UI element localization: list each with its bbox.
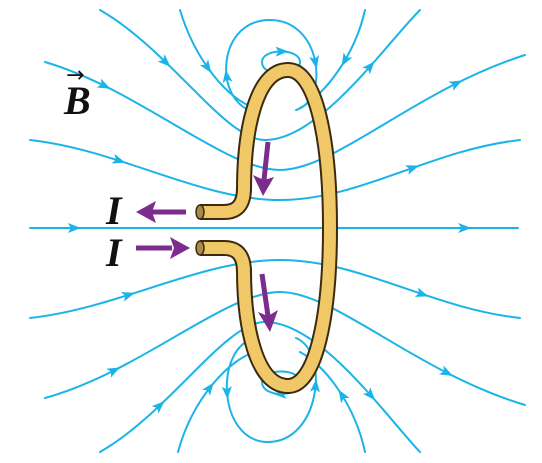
field-arrowhead <box>111 153 126 164</box>
field-arrowhead <box>309 379 320 393</box>
field-arrowhead <box>201 382 214 396</box>
field-line-bottom-1 <box>29 258 521 319</box>
field-arrowhead <box>362 387 376 401</box>
field-line-top-4 <box>179 9 256 109</box>
current-label-top: I <box>105 188 123 233</box>
wire-end-top <box>195 204 205 220</box>
field-arrowheads <box>67 46 472 414</box>
field-arrowhead <box>341 52 353 67</box>
field-line-top-3 <box>99 9 421 142</box>
field-arrowhead <box>106 367 121 378</box>
field-arrowhead <box>120 292 135 302</box>
field-line-bottom-2 <box>44 290 526 406</box>
field-arrowhead <box>458 223 472 233</box>
field-arrowhead <box>157 54 171 67</box>
field-arrowhead <box>96 78 111 89</box>
wire-lead-top-core <box>200 187 250 218</box>
wire-ring-core <box>238 63 337 393</box>
wire-end-bottom <box>195 240 205 256</box>
current-arrow-ring-bottom-head <box>258 310 278 332</box>
current-loop-wire <box>195 61 339 395</box>
current-arrow-left-head <box>136 201 156 223</box>
field-line-top-1 <box>29 139 521 202</box>
field-arrowhead <box>448 80 463 91</box>
field-arrowhead <box>362 61 375 75</box>
current-arrows <box>136 141 278 332</box>
current-arrow-ring-top <box>261 141 271 181</box>
field-arrowhead <box>199 59 212 73</box>
field-arrowhead <box>222 69 233 84</box>
field-arrowhead <box>405 165 419 175</box>
current-arrow-right-head <box>170 237 190 259</box>
field-arrowhead <box>309 55 320 69</box>
field-arrowhead <box>151 401 165 414</box>
field-arrowhead <box>338 389 350 404</box>
field-arrowhead <box>275 46 289 57</box>
field-label: B <box>63 78 91 123</box>
field-line-top-2 <box>44 54 526 172</box>
field-arrowhead <box>67 223 81 233</box>
current-arrow-ring-top-head <box>253 175 274 196</box>
current-arrow-ring-bottom <box>259 273 271 317</box>
field-vector-arrow: → <box>66 63 84 88</box>
current-label-bottom: I <box>105 230 123 275</box>
field-arrowhead <box>438 365 453 376</box>
field-arrowhead <box>221 386 232 400</box>
field-line-bottom-4 <box>177 351 256 453</box>
field-arrowhead <box>414 287 429 297</box>
field-line-top-large-loop <box>225 18 318 113</box>
wire-lead-bottom-core <box>200 242 250 273</box>
